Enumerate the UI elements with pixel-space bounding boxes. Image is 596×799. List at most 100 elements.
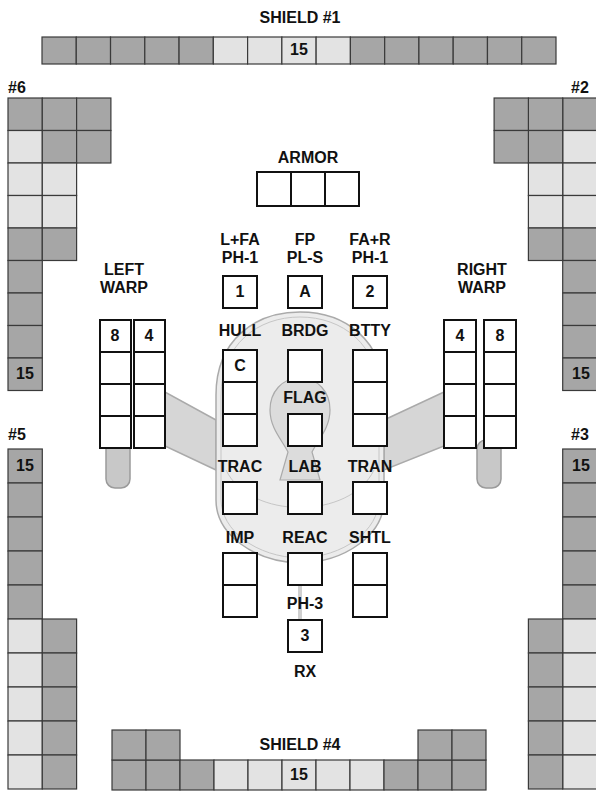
- system-label: FP PL-S: [281, 231, 329, 267]
- shield-box: [563, 326, 596, 359]
- shield-box: [528, 196, 562, 229]
- shield-box: [563, 358, 596, 391]
- ssd-block: FP PL-SA: [281, 229, 329, 312]
- shield-box: [563, 585, 596, 619]
- ssd-block: #2 15: [494, 68, 596, 394]
- ssd-block: FLAG: [277, 378, 333, 446]
- system-box: [100, 384, 131, 416]
- shield-box: [563, 551, 596, 585]
- shield-box: [248, 760, 282, 790]
- shield-box: [563, 261, 596, 294]
- system-box: [223, 382, 257, 414]
- shield-box: [8, 653, 42, 687]
- system-box: [100, 416, 131, 448]
- shield-box: [528, 653, 562, 687]
- system-label: RIGHT WARP: [452, 261, 512, 297]
- system-box: [484, 416, 516, 448]
- box-value: C: [225, 357, 255, 375]
- system-box: [288, 276, 322, 308]
- system-label: #2: [565, 79, 595, 97]
- shield-box: [487, 37, 521, 64]
- shield-box: [385, 37, 419, 64]
- system-label: BTTY: [342, 322, 398, 340]
- shield-box: [563, 98, 596, 131]
- system-label: BRDG: [277, 322, 333, 340]
- shield-box: [146, 760, 180, 790]
- shield-box: [350, 37, 384, 64]
- shield-box: [42, 131, 76, 164]
- shield-box: [528, 721, 562, 755]
- ssd-block: L+FA PH-11: [216, 229, 264, 312]
- shield-box: [112, 730, 146, 760]
- ssd-block: TRAN: [342, 447, 398, 514]
- system-box: [291, 172, 325, 206]
- left-pylon: [165, 392, 216, 470]
- shield-box: [42, 653, 76, 687]
- shield-box: [494, 131, 528, 164]
- box-value: 15: [566, 365, 596, 383]
- shield-box: [528, 755, 562, 789]
- shield-box: [452, 730, 486, 760]
- shield-box: [42, 755, 76, 789]
- system-box: [223, 553, 257, 585]
- system-box: [288, 350, 322, 382]
- system-label: TRAC: [212, 458, 268, 476]
- shield-box: [528, 163, 562, 196]
- box-value: 15: [284, 41, 314, 59]
- shield-box: [77, 98, 111, 131]
- shield-box: [8, 196, 42, 229]
- system-label: IMP: [212, 529, 268, 547]
- shield-box: [8, 517, 42, 551]
- shield-box: [42, 37, 76, 64]
- shield-box: [8, 261, 42, 294]
- shield-box: [528, 131, 562, 164]
- shield-box: [8, 163, 42, 196]
- ssd-block: #515: [2, 415, 77, 789]
- system-box: [100, 352, 131, 384]
- shield-box: [563, 293, 596, 326]
- shield-box: [528, 98, 562, 131]
- shield-box: [563, 619, 596, 653]
- shield-box: [8, 131, 42, 164]
- box-value: 15: [284, 766, 314, 784]
- shield-box: [419, 37, 453, 64]
- shield-box: [42, 228, 76, 261]
- system-label: REAC: [277, 529, 333, 547]
- shield-box: [563, 131, 596, 164]
- system-box: [444, 320, 476, 352]
- system-box: [288, 620, 322, 652]
- shield-box: [42, 721, 76, 755]
- shield-box: [8, 358, 42, 391]
- shield-box: [384, 760, 418, 790]
- shield-box: [8, 721, 42, 755]
- system-label: LEFT WARP: [94, 261, 154, 297]
- ssd-block: ARMOR: [257, 138, 359, 206]
- shield-box: [563, 721, 596, 755]
- shield-box: [452, 760, 486, 790]
- shield-box: [213, 37, 247, 64]
- system-label: SHIELD #4: [240, 736, 360, 754]
- ssd-block: IMP: [212, 518, 268, 617]
- shield-box: [563, 483, 596, 517]
- box-value: 4: [446, 327, 474, 345]
- system-box: [288, 482, 322, 514]
- shield-box: [77, 131, 111, 164]
- system-box: [353, 382, 387, 414]
- box-value: 15: [566, 457, 596, 475]
- ssd-block: TRAC: [212, 447, 268, 514]
- box-value: 3: [290, 627, 320, 645]
- shield-box: [76, 37, 110, 64]
- shield-box: [8, 619, 42, 653]
- ssd-block: SHIELD #115: [42, 0, 556, 70]
- box-value: 8: [486, 327, 514, 345]
- shield-box: [563, 653, 596, 687]
- shield-box: [8, 326, 42, 359]
- system-box: [353, 414, 387, 446]
- system-box: [353, 585, 387, 617]
- ssd-block: BTTY: [342, 311, 398, 446]
- shield-box: [418, 760, 452, 790]
- system-label: PH-3: [277, 595, 333, 613]
- shield-box: [418, 730, 452, 760]
- system-label: FLAG: [277, 389, 333, 407]
- shield-box: [112, 760, 146, 790]
